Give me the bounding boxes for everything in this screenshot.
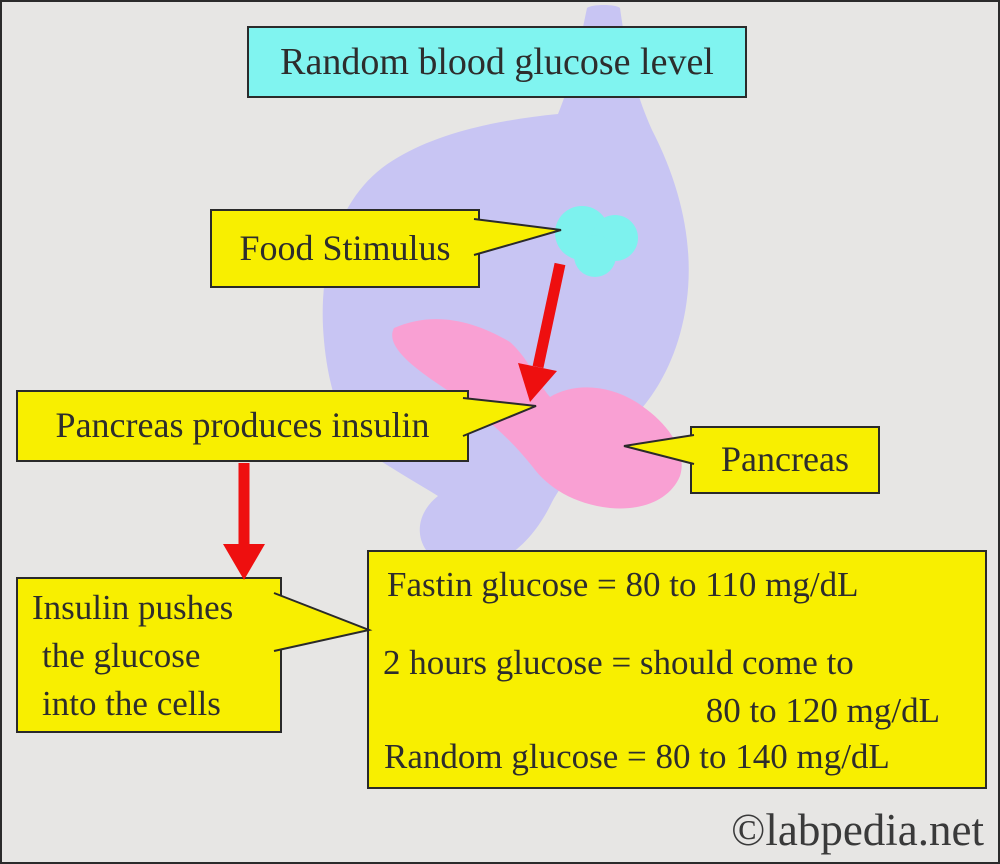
insulin-pushes-line-2: the glucose (42, 636, 201, 675)
pancreas-produces-insulin-label: Pancreas produces insulin (55, 405, 430, 446)
two-hours-glucose-value-part2: 80 to 120 mg/dL (705, 691, 940, 730)
random-glucose-value: Random glucose = 80 to 140 mg/dL (384, 737, 890, 776)
food-stimulus-label: Food Stimulus (239, 227, 451, 268)
pancreas-produces-insulin-callout: Pancreas produces insulin (16, 390, 469, 462)
glucose-values-box: Fastin glucose = 80 to 110 mg/dL 2 hours… (367, 550, 987, 789)
watermark: ©labpedia.net (731, 805, 984, 855)
insulin-pushes-line-3: into the cells (42, 684, 221, 723)
page-title: Random blood glucose level (280, 41, 714, 83)
pancreas-callout: Pancreas (690, 426, 880, 494)
insulin-pushes-line-1: Insulin pushes (32, 588, 234, 627)
insulin-pushes-lines: Insulin pushes the glucose into the cell… (18, 579, 233, 728)
food-stimulus-callout: Food Stimulus (210, 209, 480, 288)
pancreas-label: Pancreas (721, 439, 849, 480)
insulin-pushes-callout: Insulin pushes the glucose into the cell… (16, 577, 282, 733)
food-bolus-shape (555, 206, 638, 277)
two-hours-glucose-value-part1: 2 hours glucose = should come to (383, 643, 854, 682)
pancreas-shape (392, 319, 682, 509)
title-box: Random blood glucose level (247, 26, 747, 98)
fasting-glucose-value: Fastin glucose = 80 to 110 mg/dL (387, 565, 859, 604)
